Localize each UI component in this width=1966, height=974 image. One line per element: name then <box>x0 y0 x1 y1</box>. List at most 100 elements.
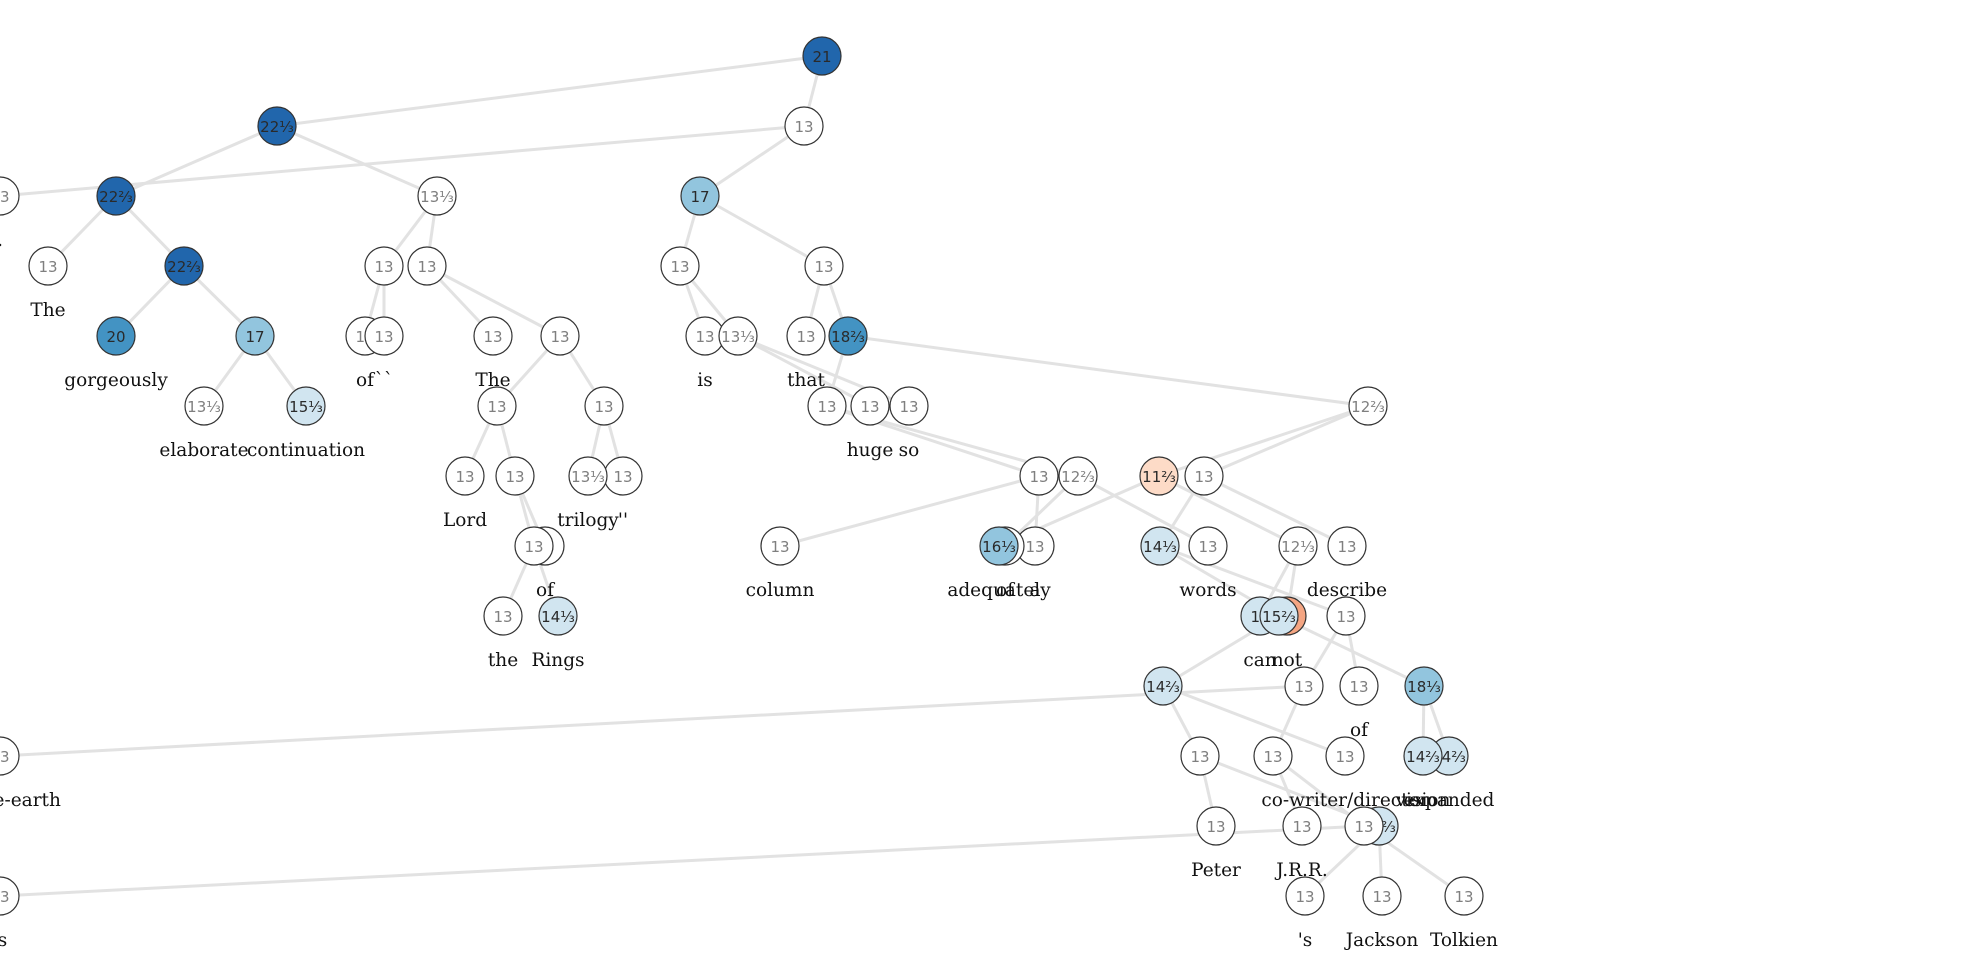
node-score-label: 13 <box>1263 748 1282 766</box>
sentiment-node-62: 13 <box>1284 666 1324 706</box>
sentiment-node-47: 13 <box>1285 876 1325 916</box>
word-of: of <box>1350 720 1369 741</box>
tree-edge <box>699 124 805 198</box>
node-score-label: 13 <box>374 258 393 276</box>
sentiment-node-5: 22⅔ <box>164 246 204 286</box>
sentiment-node-30: 13 <box>786 316 826 356</box>
word-expanded: expanded <box>1404 790 1495 811</box>
sentiment-node-4: 17 <box>235 316 275 356</box>
node-circle <box>364 316 404 356</box>
word-words: words <box>1179 580 1236 601</box>
node-score-label: 13 <box>1206 818 1225 836</box>
node-circle <box>538 596 578 636</box>
sentiment-node-63: 13 <box>1326 596 1366 636</box>
word-the: the <box>488 650 518 671</box>
node-score-label: 13 <box>0 748 10 766</box>
word-co-writer-director: co-writer/director <box>1261 790 1428 811</box>
tree-edge <box>1077 474 1209 548</box>
node-circle <box>495 456 535 496</box>
node-circle <box>540 316 580 356</box>
node-score-label: 13 <box>899 398 918 416</box>
tree-edge <box>276 124 438 198</box>
word-lord: Lord <box>443 510 487 531</box>
sentiment-node-50: 14⅔ <box>1143 666 1183 706</box>
node-circle <box>1362 876 1402 916</box>
word-middle-earth: Middle-earth <box>0 790 61 811</box>
tree-edge <box>737 334 871 408</box>
sentiment-node-68: 13 <box>804 246 844 286</box>
sentiment-node-71: 13 <box>784 106 824 146</box>
node-score-label: 13 <box>493 608 512 626</box>
node-circle <box>1058 456 1098 496</box>
tree-edge <box>1158 474 1299 548</box>
node-circle <box>1339 666 1379 706</box>
node-score-label: 13 <box>1190 748 1209 766</box>
node-score-label: 13 <box>814 258 833 276</box>
sentiment-node-21: 13 <box>540 316 580 356</box>
node-circle <box>235 316 275 356</box>
tree-edge <box>0 124 805 198</box>
sentiment-node-40: 12⅓ <box>1278 526 1318 566</box>
sentiment-node-55: 13 <box>1339 666 1379 706</box>
node-score-label: 13 <box>455 468 474 486</box>
word-punct: '' <box>618 510 628 531</box>
node-score-label: 13 <box>1372 888 1391 906</box>
sentiment-node-14: 14⅓ <box>538 596 578 636</box>
node-circle <box>584 386 624 426</box>
word-adequately: adequately <box>947 580 1051 601</box>
node-score-label: 13 <box>594 398 613 416</box>
word-so: so <box>899 440 920 461</box>
word-column: column <box>746 580 815 601</box>
sentiment-node-65: 13 <box>1184 456 1224 496</box>
node-circle <box>286 386 326 426</box>
sentiment-node-66: 12⅔ <box>1348 386 1388 426</box>
node-score-label: 22⅓ <box>260 118 294 136</box>
word-can: can <box>1243 650 1276 671</box>
node-score-label: 13 <box>1337 538 1356 556</box>
node-circle <box>568 456 608 496</box>
node-circle <box>96 316 136 356</box>
node-circle <box>417 176 457 216</box>
node-score-label: 12⅓ <box>1281 538 1315 556</box>
node-circle <box>0 876 20 916</box>
node-circle <box>1196 806 1236 846</box>
sentiment-node-28: 13⅓ <box>718 316 758 356</box>
word-rings: Rings <box>531 650 584 671</box>
node-score-label: 13 <box>1336 608 1355 626</box>
sentiment-node-25: 13 <box>685 316 725 356</box>
sentiment-node-9: 13 <box>364 246 404 286</box>
node-score-label: 13⅓ <box>571 468 605 486</box>
tree-edge <box>276 54 823 128</box>
tree-edge <box>0 684 1305 758</box>
word-a: a <box>1029 580 1040 601</box>
node-score-label: 13 <box>487 398 506 416</box>
word-gorgeously: gorgeously <box>64 370 168 391</box>
sentiment-node-22: 13 <box>407 246 447 286</box>
node-circle <box>979 526 1019 566</box>
node-score-label: 17 <box>245 328 264 346</box>
sentiment-node-56: 13 <box>1282 806 1322 846</box>
node-circle <box>786 316 826 356</box>
node-score-label: 17 <box>690 188 709 206</box>
node-circle <box>1325 736 1365 776</box>
word-elaborate: elaborate <box>159 440 248 461</box>
sentiment-node-11: 13 <box>445 456 485 496</box>
node-circle <box>1184 456 1224 496</box>
node-circle <box>889 386 929 426</box>
node-circle <box>1284 666 1324 706</box>
node-score-label: 13 <box>770 538 789 556</box>
node-circle <box>1140 526 1180 566</box>
node-score-label: 13 <box>1194 468 1213 486</box>
sentiment-node-20: 13 <box>584 386 624 426</box>
node-score-label: 13 <box>1335 748 1354 766</box>
tree-edge <box>1159 544 1347 618</box>
tree-words: Thegorgeouslyelaboratecontinuationof``Th… <box>0 230 1498 951</box>
word-j-r-r: J.R.R. <box>1274 860 1327 881</box>
node-circle <box>828 316 868 356</box>
node-circle <box>1344 806 1384 846</box>
sentiment-node-17: 13 <box>477 386 517 426</box>
node-score-label: 14⅔ <box>1146 678 1180 696</box>
node-score-label: 13 <box>796 328 815 346</box>
sentiment-node-57: 13 <box>1444 876 1484 916</box>
